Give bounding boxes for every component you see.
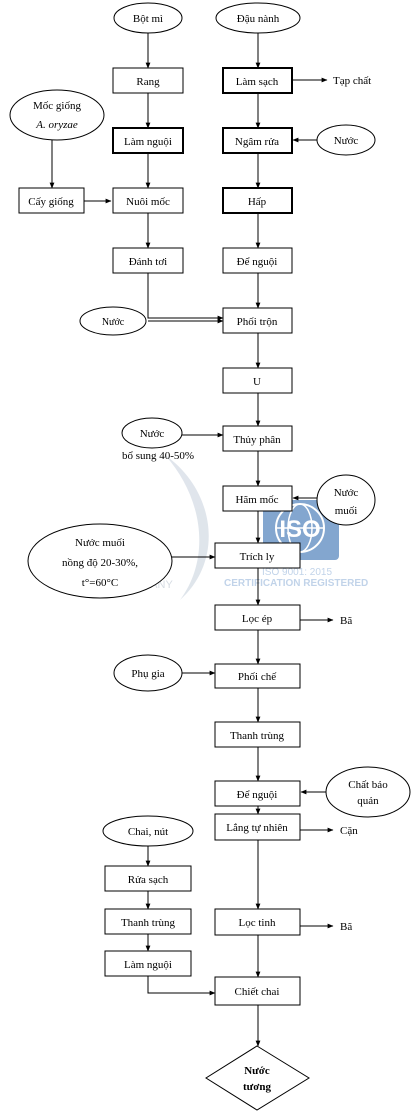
nuoc-muoi-ellipse-1 <box>316 474 376 526</box>
hap-box <box>222 187 293 214</box>
ngam-rua-box <box>222 127 293 154</box>
phoi-che-label: Phối chế <box>238 671 277 683</box>
bot-mi-ellipse <box>113 2 183 34</box>
nuoc-ellipse-1 <box>316 124 376 156</box>
nuoc-ellipse-2 <box>79 306 147 336</box>
lam-sach-label: Làm sạch <box>236 76 279 88</box>
hap-label: Hấp <box>248 196 267 208</box>
lam-nguoi-box-2 <box>104 950 192 977</box>
nuoc-muoi-label-2b: nồng độ 20-30%, <box>62 557 138 569</box>
chai-nut-ellipse <box>102 815 194 847</box>
thanh-trung-box-2 <box>104 908 192 935</box>
certification-text: CERTIFICATION REGISTERED <box>224 578 368 589</box>
dau-nanh-ellipse <box>215 2 301 34</box>
cay-giong-label: Cấy giống <box>28 196 74 208</box>
nuoc-muoi-label-2c: t°=60°C <box>82 577 118 589</box>
ham-moc-box <box>222 485 293 512</box>
rang-label: Rang <box>136 76 160 88</box>
thanh-trung-box-1 <box>214 721 301 748</box>
nuoc-label-2: Nước <box>102 317 125 328</box>
phoi-tron-box <box>222 307 293 334</box>
nodes: Bột mì Đậu nành Rang Làm sạch Tạp chất M… <box>9 2 411 1111</box>
phoi-che-box <box>214 663 301 689</box>
chiet-chai-label: Chiết chai <box>235 986 280 998</box>
lang-tu-nhien-box <box>214 813 301 841</box>
chat-bao-quan-ellipse <box>325 766 411 818</box>
dau-nanh-label: Đậu nành <box>237 13 280 25</box>
thuy-phan-box <box>222 425 293 452</box>
u-box <box>222 367 293 394</box>
tap-chat-label: Tạp chất <box>333 75 371 87</box>
chat-bao-quan-label-a: Chất bảo <box>348 779 388 791</box>
nuoc-label-1: Nước <box>334 135 359 147</box>
lang-tu-nhien-label: Lắng tự nhiên <box>226 822 288 834</box>
nuoi-moc-label: Nuôi mốc <box>126 196 170 208</box>
lam-nguoi-label-1: Làm nguội <box>124 136 172 148</box>
trich-ly-box <box>214 542 301 569</box>
nuoc-muoi-label-1b: muối <box>335 505 358 517</box>
danh-toi-label: Đánh tơi <box>129 256 168 268</box>
nuoc-tuong-label-a: Nước <box>244 1065 270 1077</box>
chiet-chai-box <box>214 976 301 1006</box>
de-nguoi-label-2: Để nguội <box>237 789 278 801</box>
nuoc-muoi-label-1a: Nước <box>334 487 359 499</box>
de-nguoi-label-1: Để nguội <box>237 256 278 268</box>
danh-toi-box <box>112 247 184 274</box>
iso-logo-text: ISO <box>279 516 320 543</box>
thanh-trung-label-2: Thanh trùng <box>121 917 176 929</box>
chat-bao-quan-label-b: quản <box>357 795 379 807</box>
nuoc-muoi-ellipse-2 <box>27 523 173 599</box>
nuoc-label-3: Nước <box>140 428 165 440</box>
de-nguoi-box-1 <box>222 247 293 274</box>
phu-gia-label: Phụ gia <box>131 668 164 680</box>
phu-gia-ellipse <box>113 654 183 692</box>
nuoi-moc-box <box>112 187 184 214</box>
ngam-rua-label: Ngâm rửa <box>235 136 279 148</box>
moc-giong-ellipse <box>9 89 105 141</box>
moc-giong-label: Mốc giống <box>33 100 81 112</box>
nuoc-tuong-diamond <box>205 1045 310 1111</box>
u-label: U <box>253 376 261 388</box>
thuy-phan-label: Thủy phân <box>233 434 281 446</box>
rua-sach-label: Rửa sạch <box>128 874 169 886</box>
can-label: Cặn <box>340 825 358 837</box>
nuoc-ellipse-3 <box>121 417 183 449</box>
a-oryzae-label: A. oryzae <box>35 119 78 131</box>
cay-giong-box <box>18 187 85 214</box>
lam-nguoi-label-2: Làm nguội <box>124 959 172 971</box>
rua-sach-box <box>104 865 192 892</box>
lam-nguoi-box-1 <box>112 127 184 154</box>
ba-label-1: Bã <box>340 615 352 627</box>
ham-moc-label: Hãm mốc <box>235 494 278 506</box>
nuoc-muoi-label-2a: Nước muối <box>75 537 125 549</box>
phoi-tron-label: Phối trộn <box>237 316 278 328</box>
nuoc-tuong-label-b: tương <box>243 1081 271 1093</box>
loc-tinh-box <box>214 908 301 936</box>
bot-mi-label: Bột mì <box>133 13 163 25</box>
loc-ep-box <box>214 604 301 631</box>
iso-standard-text: ISO 9001: 2015 <box>262 567 332 578</box>
trich-ly-label: Trích ly <box>240 551 275 563</box>
ba-label-2: Bã <box>340 921 352 933</box>
connectors <box>49 33 334 1047</box>
loc-tinh-label: Lọc tinh <box>239 917 276 929</box>
rang-box <box>112 67 184 94</box>
de-nguoi-box-2 <box>214 780 301 807</box>
thanh-trung-label-1: Thanh trùng <box>230 730 285 742</box>
loc-ep-label: Lọc ép <box>242 613 273 625</box>
chai-nut-label: Chai, nút <box>128 826 168 838</box>
lam-sach-box <box>222 67 293 94</box>
bo-sung-label: bổ sung 40-50% <box>122 450 194 462</box>
